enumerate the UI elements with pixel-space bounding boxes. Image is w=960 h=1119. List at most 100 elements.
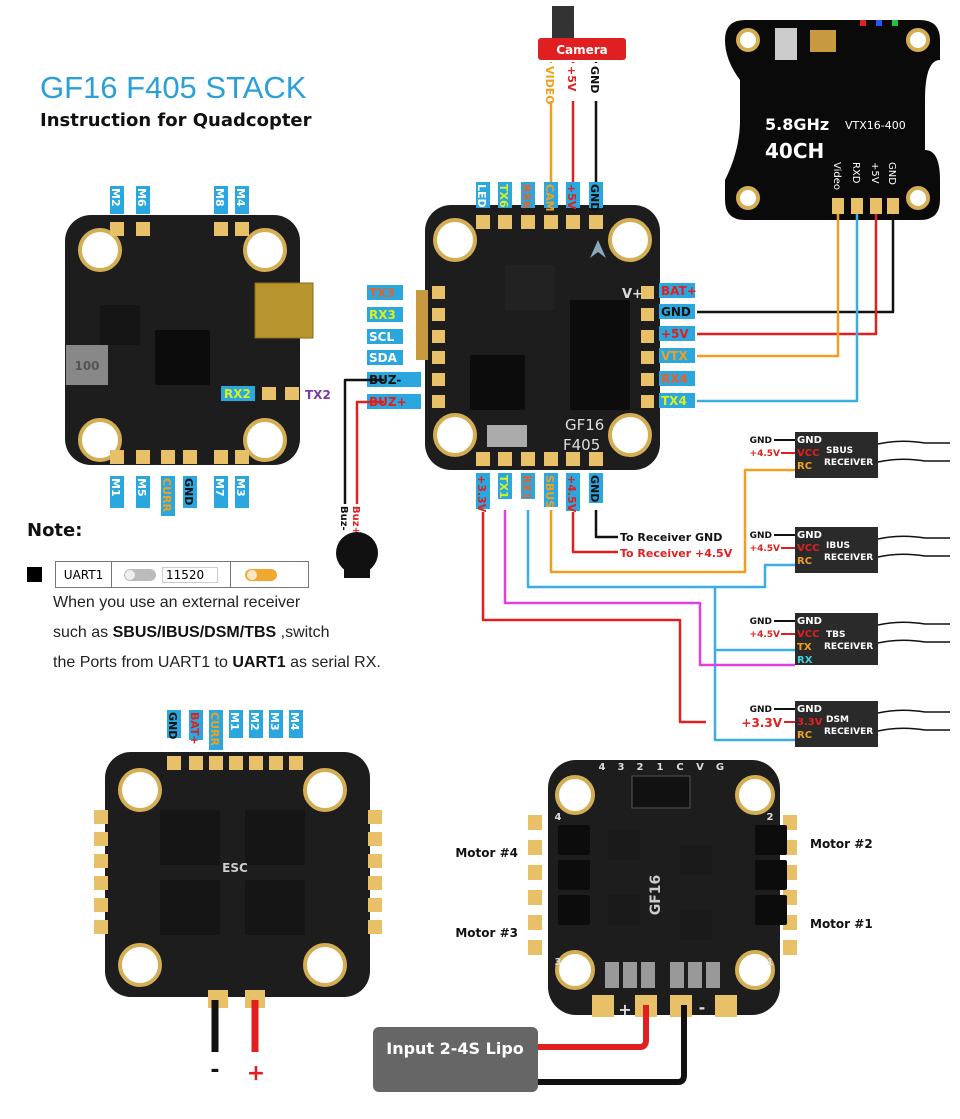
note-heading: Note:	[27, 520, 83, 541]
pin-label: TX4	[661, 394, 687, 408]
pin-label: +4.5V	[565, 475, 578, 513]
solder-pad	[110, 222, 124, 236]
page-title: GF16 F405 STACK	[40, 70, 307, 105]
pin-label-bg	[544, 473, 558, 507]
pin-label-bg	[183, 476, 197, 508]
solder-pad	[189, 756, 203, 770]
camera-pin-label: VIDEO	[543, 66, 556, 105]
note-line-3: the Ports from UART1 to UART1 as serial …	[53, 654, 381, 672]
solder-pad	[566, 452, 580, 466]
pin-label-bg	[136, 476, 150, 508]
solder-pad	[368, 898, 382, 912]
vtx-pin-label: +5V	[869, 162, 880, 184]
chip	[160, 810, 220, 865]
esc-4in1-board-text: GF16	[648, 875, 664, 916]
uart-msp-cell: 11520	[112, 562, 231, 587]
chip	[755, 895, 787, 925]
uart-name: UART1	[56, 562, 112, 587]
mounting-hole	[303, 768, 347, 812]
chip	[570, 300, 630, 410]
pin-label: RX4	[661, 372, 688, 386]
antenna-connector	[810, 30, 836, 52]
solder-pad	[432, 330, 445, 343]
receiver-antenna	[877, 535, 950, 540]
inductor	[66, 345, 108, 385]
capacitor	[605, 962, 619, 988]
mounting-hole	[608, 218, 652, 262]
pin-label: M4	[234, 188, 247, 207]
solder-pad	[521, 215, 535, 229]
baud-field[interactable]: 11520	[162, 566, 218, 583]
solder-pad	[498, 452, 512, 466]
pin-label: TX1	[497, 475, 510, 499]
receiver-pin: RC	[797, 556, 812, 567]
pin-label-bg	[566, 63, 580, 101]
pin-label-bg	[589, 63, 603, 101]
pin-label: M2	[248, 712, 261, 731]
mounting-hole	[736, 28, 760, 52]
tx2-label: TX2	[305, 388, 331, 402]
solder-pad	[183, 450, 197, 464]
pin-label: BUZ+	[369, 395, 407, 409]
pin-label-bg	[476, 473, 490, 509]
receiver-pin: VCC	[797, 543, 819, 554]
sbus-wire	[549, 468, 795, 574]
pin-label: M8	[213, 188, 226, 207]
tx1-wire	[503, 510, 795, 667]
pin-label: TX3	[369, 286, 395, 300]
vtx-pin-label: GND	[886, 162, 897, 185]
receiver-name: RECEIVER	[824, 458, 873, 468]
solder-pad	[528, 915, 542, 930]
solder-pad	[368, 832, 382, 846]
corner-number: 1	[767, 957, 774, 968]
receiver-vcc-label: +4.5V	[750, 630, 780, 640]
vtx-pin-label: Video	[831, 162, 842, 190]
solder-pad	[289, 756, 303, 770]
pin-label: BUZ-	[369, 373, 401, 387]
pin-label-bg	[269, 710, 283, 738]
solder-pad	[528, 940, 542, 955]
pin-label-bg	[521, 473, 535, 499]
header-pin-label: V	[696, 762, 704, 773]
receiver-pin: VCC	[797, 629, 819, 640]
solder-pad	[887, 198, 899, 214]
pin-label: SBUS	[543, 475, 556, 508]
capacitor	[641, 962, 655, 988]
pin-label: M5	[135, 478, 148, 497]
solder-pad	[783, 940, 797, 955]
solder-pad	[136, 450, 150, 464]
buzzer-neg-label: Buz-	[338, 506, 349, 531]
pin-label: CURR	[208, 712, 221, 746]
capacitor	[706, 962, 720, 988]
pin-label-bg	[214, 476, 228, 508]
solder-pad	[589, 452, 603, 466]
pin-label: RX6	[520, 184, 533, 209]
solder-pad	[368, 854, 382, 868]
pin-label-bg	[566, 473, 580, 511]
vplus-text: V+	[622, 287, 643, 302]
mounting-hole	[555, 950, 595, 990]
vtx-led	[892, 20, 898, 26]
mounting-hole	[736, 186, 760, 210]
solder-pad	[229, 756, 243, 770]
receiver-pin: TX	[797, 642, 812, 653]
to-receiver-vcc: To Receiver +4.5V	[620, 547, 733, 560]
pin-label-bg	[659, 283, 695, 298]
vtx-led	[876, 20, 882, 26]
msp-toggle[interactable]	[124, 568, 156, 581]
pin-label-bg	[110, 476, 124, 508]
vtx-5v-wire	[697, 214, 878, 336]
serial-rx-toggle[interactable]	[245, 568, 277, 581]
solder-pad	[641, 330, 654, 343]
battery-pos-wire	[537, 1005, 649, 1050]
solder-pad	[167, 756, 181, 770]
pin-label-bg	[367, 372, 421, 387]
solder-pad	[235, 450, 249, 464]
pin-label: CAM	[543, 184, 556, 212]
camera-box	[538, 38, 626, 60]
minus-sign: -	[210, 1058, 219, 1083]
receiver-pin: RC	[797, 461, 812, 472]
chip	[608, 895, 640, 925]
solder-pad	[269, 756, 283, 770]
capacitor	[688, 962, 702, 988]
